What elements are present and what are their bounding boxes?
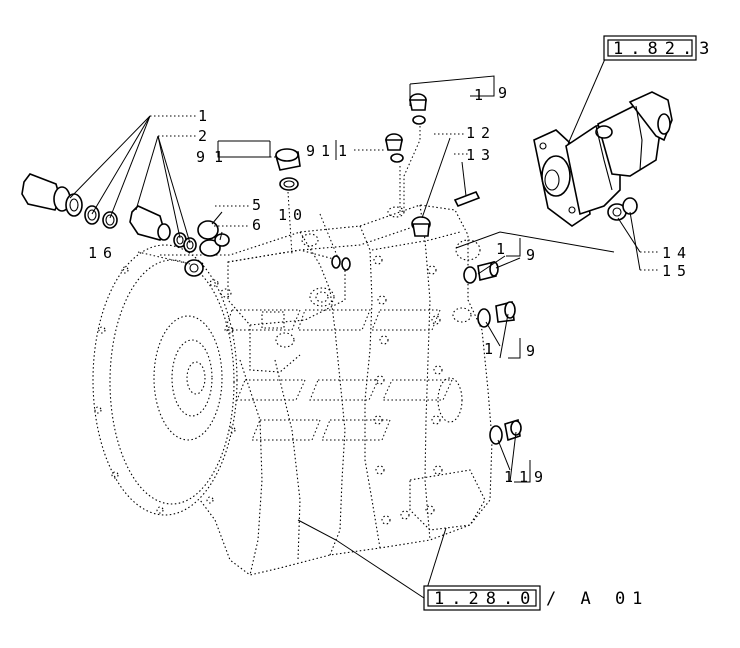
callout-1-left: 1 [214,148,229,166]
part-9-plug-right-b [477,301,516,328]
callout-11: 11 [504,468,534,486]
callout-9-right-b: 9 [526,342,541,360]
part-plug-small [129,205,197,253]
part-14-15-washers [607,197,638,221]
callout-2: 2 [198,127,213,145]
callout-5: 5 [252,196,267,214]
callout-15: 15 [662,262,692,280]
callout-1-mid: 1 [338,142,353,160]
callout-6: 6 [252,216,267,234]
ref-bottom-label: 1.28.0 [434,589,537,609]
callout-9-top: 9 [498,84,513,102]
part-16-plug [184,259,204,277]
callout-10: 10 [278,206,308,224]
ref-box-bottom: 1.28.0 / A 01 [423,585,649,611]
callout-9-lower: 9 [534,468,549,486]
callout-1-top: 1 [474,86,489,104]
hydraulic-pump [533,91,673,227]
part-9-plug-top [409,93,427,125]
flange-bolt-holes [373,255,443,525]
part-11-plug [489,418,522,445]
callout-1: 1 [198,107,213,125]
ref-top-label: 1.82.3 [613,39,716,59]
leader-lines [69,51,660,599]
callout-91: 91 [306,142,336,160]
part-1-plug-large [21,173,83,217]
part-9-plug-right-a [463,261,499,284]
watermark-logo [224,309,453,441]
callout-9-left: 9 [196,148,211,166]
part-13-pin [453,190,481,208]
part-91-plug [385,133,404,163]
part-2-seal-ring [84,205,118,229]
callout-14: 14 [662,244,692,262]
part-9-plug-left [274,148,301,191]
callout-labels: 1 2 5 6 9 1 91 1 1 9 10 12 13 16 1 9 14 … [88,84,692,486]
callout-12: 12 [466,124,496,142]
callout-1-right-a: 1 [496,240,511,258]
callout-13: 13 [466,146,496,164]
part-5-washer [197,220,219,240]
callout-9-right-a: 9 [526,246,541,264]
ref-bottom-suffix: / A 01 [546,589,649,609]
part-6-washer [199,233,230,257]
part-12-plug [411,216,431,237]
ref-box-top: 1.82.3 [603,35,716,61]
bell-bolt-holes [94,261,236,514]
part-10-fittings [331,255,351,271]
callout-16: 16 [88,244,118,262]
callout-1-right-b: 1 [484,340,499,358]
